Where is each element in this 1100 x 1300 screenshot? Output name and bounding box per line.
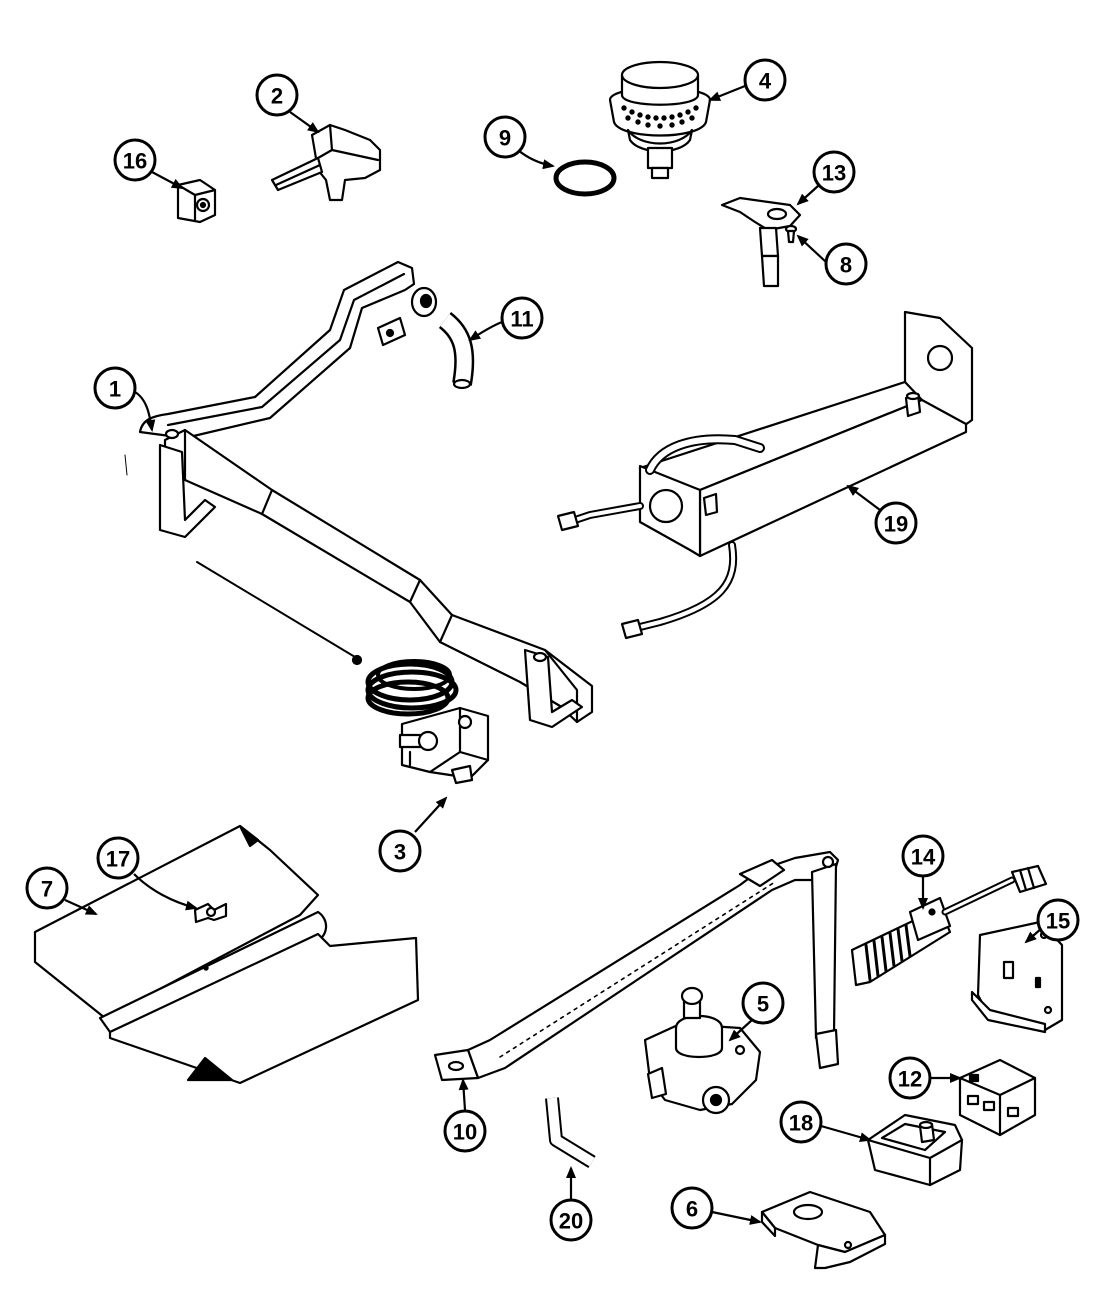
switch	[866, 1113, 964, 1187]
callout-label: 4	[759, 69, 772, 94]
burner-tube	[433, 850, 840, 1082]
callout-9: 9	[483, 115, 527, 159]
screw	[784, 224, 798, 244]
leader-line-7	[64, 898, 98, 916]
leader-line-4	[708, 84, 746, 102]
callout-label: 20	[559, 1209, 583, 1234]
callout-4: 4	[743, 58, 787, 102]
callout-8: 8	[824, 242, 868, 286]
callout-15: 15	[1036, 898, 1080, 942]
callout-label: 19	[884, 512, 908, 537]
leader-line-6	[711, 1210, 762, 1225]
callout-label: 8	[840, 253, 852, 278]
leader-line-13	[796, 185, 819, 206]
leader-line-2	[289, 111, 320, 134]
bracket	[760, 1190, 887, 1270]
callout-14: 14	[901, 834, 945, 878]
leader-line-5	[728, 1019, 753, 1042]
burner-assembly	[556, 310, 974, 640]
leader-line-17	[133, 873, 198, 911]
callout-label: 11	[510, 307, 533, 332]
callout-10: 10	[443, 1109, 487, 1153]
callout-19: 19	[874, 501, 918, 545]
port-dots	[621, 105, 699, 129]
callout-label: 9	[499, 126, 511, 151]
callout-label: 15	[1046, 909, 1070, 934]
ignitor	[850, 864, 1048, 987]
leader-line-3	[414, 796, 448, 833]
callout-label: 17	[106, 847, 130, 872]
heat-shield	[33, 824, 420, 1085]
callout-5: 5	[741, 981, 785, 1025]
manifold-bracket	[124, 260, 594, 729]
terminal-block	[958, 1058, 1037, 1137]
callout-12: 12	[888, 1056, 932, 1100]
orifice-bracket	[720, 196, 802, 288]
callout-18: 18	[779, 1100, 823, 1144]
o-ring	[553, 159, 617, 197]
callout-label: 10	[453, 1120, 477, 1145]
callout-13: 13	[812, 150, 856, 194]
wing-nut	[193, 902, 228, 924]
callout-6: 6	[670, 1186, 714, 1230]
leader-lines	[64, 84, 1043, 1225]
callout-11: 11	[500, 296, 544, 340]
callout-17: 17	[96, 836, 140, 880]
callout-label: 18	[789, 1111, 813, 1136]
callout-label: 16	[123, 149, 147, 174]
callout-1: 1	[93, 366, 137, 410]
pressure-regulator	[643, 986, 762, 1115]
leader-line-18	[820, 1124, 872, 1143]
leader-line-10	[458, 1078, 469, 1111]
callout-label: 2	[271, 84, 283, 109]
burner-head	[608, 60, 712, 180]
callout-20: 20	[549, 1198, 593, 1242]
callout-label: 3	[394, 840, 406, 865]
valve	[270, 123, 382, 202]
callout-label: 7	[41, 877, 53, 902]
callout-2: 2	[255, 73, 299, 117]
callout-label: 1	[109, 377, 121, 402]
flex-tube	[545, 1097, 596, 1168]
callout-label: 14	[911, 845, 936, 870]
clip	[176, 178, 217, 224]
callout-label: 5	[757, 992, 769, 1017]
leader-line-9	[517, 149, 555, 170]
thermostat	[196, 561, 490, 785]
leader-line-1	[134, 391, 156, 432]
leader-line-19	[846, 484, 881, 511]
tube	[438, 312, 475, 390]
callout-label: 6	[686, 1197, 698, 1222]
leader-line-8	[796, 234, 827, 263]
callout-label: 13	[822, 161, 846, 186]
leader-line-16	[151, 171, 184, 189]
callout-3: 3	[378, 829, 422, 873]
leader-line-11	[468, 320, 503, 342]
callout-label: 12	[898, 1067, 922, 1092]
callout-16: 16	[113, 138, 157, 182]
callout-7: 7	[25, 866, 69, 910]
